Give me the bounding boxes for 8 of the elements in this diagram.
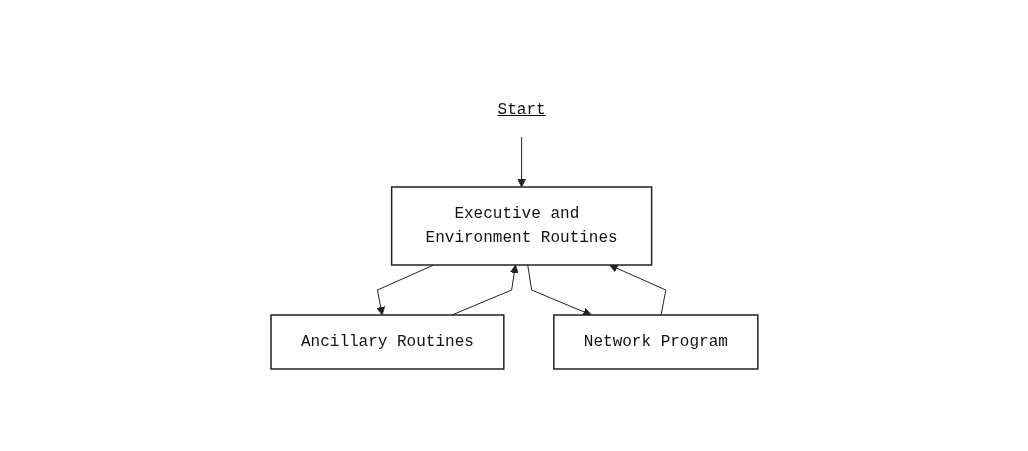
node-box: Ancillary Routines xyxy=(269,313,505,370)
node-text: Start xyxy=(497,100,546,119)
node-box: Executive and Environment Routines xyxy=(390,185,652,266)
arrow xyxy=(526,264,592,316)
arrow xyxy=(608,263,666,315)
arrow xyxy=(375,264,434,315)
arrow xyxy=(516,136,526,187)
node-box: Network Program xyxy=(552,313,759,370)
